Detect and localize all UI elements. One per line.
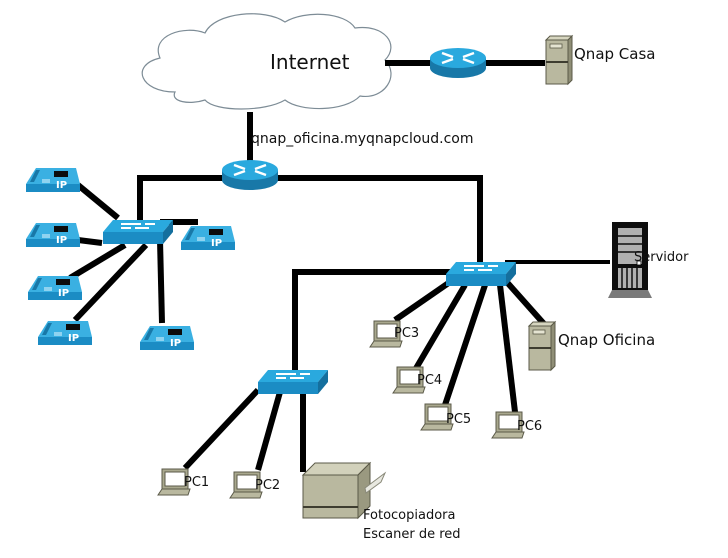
link-main-pc5 [442, 284, 488, 406]
pc2-label: PC2 [255, 478, 280, 493]
ddns-hostname-label: qnap_oficina.myqnapcloud.com [251, 131, 474, 147]
servidor-node[interactable]: Servidor [608, 222, 689, 298]
pc6-label: PC6 [517, 419, 542, 434]
internet-cloud: Internet [141, 13, 392, 110]
link-phone3 [68, 242, 127, 281]
link-lower-pc1 [182, 387, 261, 471]
copier-label-line2: Escaner de red [363, 527, 461, 542]
pc4-label: PC4 [417, 373, 442, 388]
qnap-oficina-node[interactable]: Qnap Oficina [528, 321, 655, 371]
qnap-oficina-label: Qnap Oficina [558, 331, 655, 349]
link-main-pc3 [393, 279, 452, 323]
nas-icon [528, 321, 556, 371]
link-phone2 [77, 237, 103, 246]
qnap-casa-node[interactable]: Qnap Casa [545, 35, 655, 85]
ip-phone-icon[interactable] [140, 326, 194, 350]
server-rack-icon [608, 222, 652, 298]
pc5-node[interactable]: PC5 [420, 403, 471, 431]
qnap-casa-label: Qnap Casa [574, 45, 655, 63]
switch-lower-icon[interactable] [257, 369, 329, 395]
router-oficina-icon[interactable] [220, 158, 280, 192]
pc2-node[interactable]: PC2 [229, 471, 280, 499]
ip-phone-icon[interactable] [28, 276, 82, 300]
router-casa-icon[interactable] [428, 46, 488, 80]
pc1-node[interactable]: PC1 [157, 468, 209, 496]
link-main-qnap-oficina [502, 278, 548, 327]
pc3-label: PC3 [394, 326, 419, 341]
link-router-switch-phones [137, 175, 225, 225]
nas-icon [545, 35, 573, 85]
pc5-label: PC5 [446, 412, 471, 427]
copier-scanner-node[interactable]: Fotocopiadora Escaner de red [301, 461, 461, 542]
pc3-node[interactable]: PC3 [369, 320, 419, 348]
ip-phone-icon[interactable] [26, 168, 80, 192]
copier-label-line1: Fotocopiadora [363, 508, 455, 523]
pc6-node[interactable]: PC6 [491, 411, 542, 439]
link-phone5 [157, 239, 165, 324]
link-main-pc4 [412, 283, 468, 372]
links [68, 60, 610, 472]
copier-icon [301, 461, 387, 520]
link-router-switch-main [275, 175, 483, 262]
pc4-node[interactable]: PC4 [392, 366, 442, 394]
link-main-to-switch-lower [292, 269, 450, 375]
link-main-pc6 [497, 284, 518, 413]
link-phone4 [72, 242, 149, 323]
switch-phones-icon[interactable] [102, 219, 174, 245]
ip-phone-icon[interactable] [38, 321, 92, 345]
servidor-label: Servidor [634, 250, 689, 265]
link-lower-pc2 [255, 391, 283, 471]
link-phone1 [76, 182, 120, 221]
ip-phone-icon[interactable] [181, 226, 235, 250]
ip-phone-icon[interactable] [26, 223, 80, 247]
internet-label: Internet [270, 50, 350, 74]
switch-main-icon[interactable] [445, 261, 517, 287]
pc1-label: PC1 [184, 475, 209, 490]
